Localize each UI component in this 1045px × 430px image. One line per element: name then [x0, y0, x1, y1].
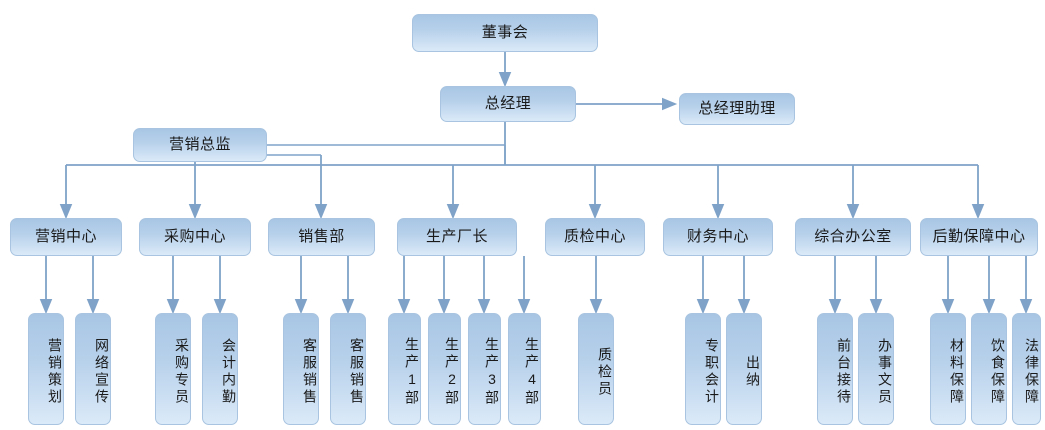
- node-leaf-7[interactable]: 生产2部: [428, 313, 461, 425]
- node-department-7[interactable]: 后勤保障中心: [920, 218, 1038, 256]
- node-department-2[interactable]: 销售部: [268, 218, 375, 256]
- node-leaf-4[interactable]: 客服销售: [283, 313, 319, 425]
- node-leaf-13[interactable]: 前台接待: [817, 313, 853, 425]
- node-department-4[interactable]: 质检中心: [545, 218, 645, 256]
- node-general-manager[interactable]: 总经理: [440, 86, 576, 122]
- node-leaf-6[interactable]: 生产1部: [388, 313, 421, 425]
- node-department-1[interactable]: 采购中心: [139, 218, 251, 256]
- node-department-3[interactable]: 生产厂长: [397, 218, 517, 256]
- node-leaf-5[interactable]: 客服销售: [330, 313, 366, 425]
- node-department-0[interactable]: 营销中心: [10, 218, 122, 256]
- node-leaf-2[interactable]: 采购专员: [155, 313, 191, 425]
- node-leaf-17[interactable]: 法律保障: [1012, 313, 1041, 425]
- node-marketing-director[interactable]: 营销总监: [133, 128, 267, 162]
- node-leaf-9[interactable]: 生产4部: [508, 313, 541, 425]
- node-leaf-3[interactable]: 会计内勤: [202, 313, 238, 425]
- node-leaf-16[interactable]: 饮食保障: [971, 313, 1007, 425]
- node-leaf-0[interactable]: 营销策划: [28, 313, 64, 425]
- node-leaf-14[interactable]: 办事文员: [858, 313, 894, 425]
- node-leaf-15[interactable]: 材料保障: [930, 313, 966, 425]
- node-leaf-11[interactable]: 专职会计: [685, 313, 721, 425]
- node-department-6[interactable]: 综合办公室: [795, 218, 911, 256]
- node-leaf-1[interactable]: 网络宣传: [75, 313, 111, 425]
- node-leaf-12[interactable]: 出纳: [726, 313, 762, 425]
- node-gm-assistant[interactable]: 总经理助理: [679, 93, 795, 125]
- node-board[interactable]: 董事会: [412, 14, 598, 52]
- node-leaf-10[interactable]: 质检员: [578, 313, 614, 425]
- node-department-5[interactable]: 财务中心: [663, 218, 773, 256]
- node-leaf-8[interactable]: 生产3部: [468, 313, 501, 425]
